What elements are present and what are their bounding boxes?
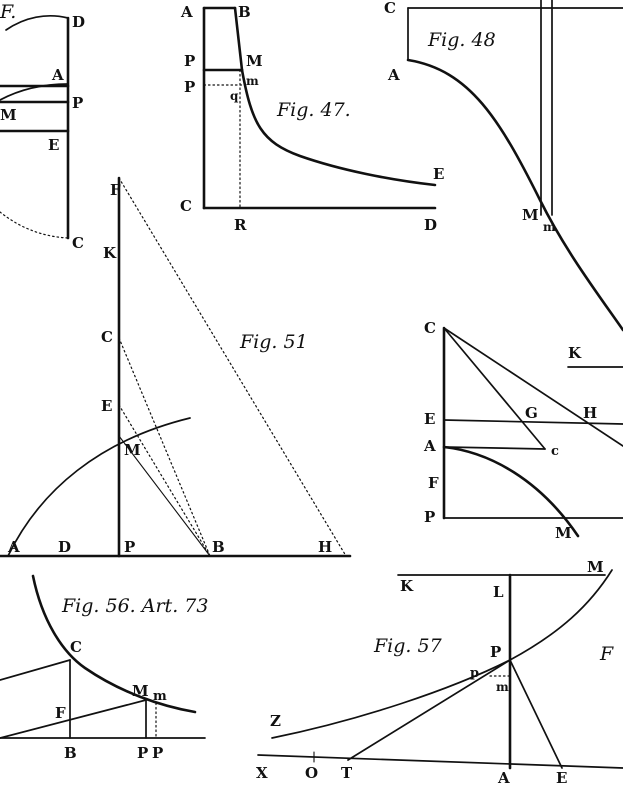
label-fig48-m: m [543, 220, 556, 234]
right-mid-line-CH [443, 327, 623, 447]
right-mid-line-Cc [443, 327, 546, 450]
label-right-mid-P: P [424, 508, 435, 526]
label-fig47-C: C [180, 197, 192, 215]
label-right-mid-G: G [525, 404, 538, 422]
label-fig51-D: D [58, 538, 71, 556]
caption-right-edge: F [599, 643, 614, 665]
fig57-curve-ZM [271, 569, 613, 739]
right-mid-line-Ac [443, 446, 546, 450]
label-left-top-M: M [0, 106, 17, 124]
label-fig51-C: C [101, 328, 113, 346]
fig56-curve [31, 574, 197, 714]
label-fig51-M: M [124, 441, 141, 459]
fig56-line-C [0, 659, 71, 681]
label-fig48-A: A [387, 66, 400, 84]
label-fig51-P: P [124, 538, 135, 556]
label-right-mid-c: c [551, 444, 559, 459]
fig57-tangent-TP [347, 659, 511, 761]
label-fig51-E: E [101, 397, 112, 415]
label-fig56-B: B [64, 744, 77, 762]
figure-56: C F M m B P P Fig. 56. Art. 73 [0, 574, 208, 762]
label-fig57-m: m [496, 680, 509, 694]
label-fig56-P: P [137, 744, 148, 762]
label-fig48-C: C [384, 0, 396, 17]
label-right-mid-K: K [568, 344, 582, 362]
label-fig56-C: C [70, 638, 82, 656]
label-left-top-D: D [72, 13, 85, 31]
label-fig57-K: K [400, 577, 414, 595]
fig47-curve-ME [240, 68, 437, 187]
label-right-mid-E: E [424, 410, 435, 428]
figure-57: K L M P p m Z X O T A E Fig. 57 F [256, 558, 623, 787]
label-fig56-F: F [55, 704, 66, 722]
label-fig51-K: K [103, 244, 117, 262]
fig51-line-MB [118, 435, 211, 557]
figure-left-top: D A P M E C F. [0, 1, 85, 252]
label-fig57-E: E [556, 769, 567, 787]
label-fig56-m: m [153, 689, 167, 704]
label-fig47-P: P [184, 52, 195, 70]
label-fig56-M: M [132, 682, 149, 700]
label-left-top-A: A [51, 66, 64, 84]
label-fig47-D: D [424, 216, 437, 234]
label-fig47-B: B [238, 3, 251, 21]
label-fig57-M: M [587, 558, 604, 576]
caption-fig56: Fig. 56. Art. 73 [61, 595, 208, 617]
label-fig51-F: F [110, 181, 121, 199]
figure-48: C A M m Fig. 48 [384, 0, 623, 332]
label-fig56-P2: P [152, 744, 163, 762]
label-fig47-m: m [246, 74, 259, 88]
caption-fig57: Fig. 57 [373, 635, 443, 657]
label-fig51-A: A [7, 538, 20, 556]
label-fig51-B: B [212, 538, 225, 556]
figure-right-mid: C K E G H A c F P M [423, 319, 623, 542]
label-fig47-M: M [246, 52, 263, 70]
left-top-dotted-arc [0, 211, 69, 239]
caption-fig51: Fig. 51 [239, 331, 308, 353]
label-left-top-C: C [72, 234, 84, 252]
label-right-mid-F: F [428, 474, 439, 492]
label-left-top-E: E [48, 136, 59, 154]
fig57-base-XE [257, 754, 623, 769]
label-fig57-P: P [490, 643, 501, 661]
label-fig57-T: T [341, 764, 353, 782]
label-right-mid-M: M [555, 524, 572, 542]
right-mid-curve-AM [442, 445, 580, 538]
fig57-normal-PE [509, 659, 563, 769]
right-mid-line-EH [443, 419, 623, 425]
label-fig57-X: X [256, 764, 268, 782]
left-top-arc [5, 15, 69, 31]
label-fig48-M: M [522, 206, 539, 224]
label-left-top-P: P [72, 94, 83, 112]
caption-left-edge: F. [0, 1, 16, 23]
fig51-dotted-FH [118, 177, 347, 557]
fig47-side-BM [233, 6, 244, 72]
caption-fig47: Fig. 47. [276, 99, 351, 121]
label-right-mid-H: H [583, 404, 597, 422]
fig48-curve [406, 58, 623, 332]
label-fig57-L: L [493, 583, 504, 601]
left-top-curve [0, 83, 69, 101]
label-fig47-q: q [230, 89, 239, 103]
fig56-line-M [0, 699, 147, 739]
label-fig57-Z: Z [270, 712, 281, 730]
label-right-mid-C: C [424, 319, 436, 337]
label-fig47-A: A [180, 3, 193, 21]
fig51-curve-AM [7, 417, 191, 557]
caption-fig48: Fig. 48 [427, 29, 496, 51]
label-fig47-E: E [433, 165, 444, 183]
label-fig47-P2: P [184, 78, 195, 96]
label-fig57-A: A [497, 769, 510, 787]
label-fig57-p: p [470, 666, 479, 681]
fig51-dotted-EB [118, 404, 211, 557]
figure-47: A B P M m P q E C R D Fig. 47. [180, 3, 444, 234]
fig51-dotted-CB [118, 337, 211, 557]
label-fig57-O: O [305, 764, 318, 782]
label-fig51-H: H [318, 538, 332, 556]
label-fig47-R: R [234, 216, 247, 234]
figure-51: F K C E M A D P B H Fig. 51 [0, 176, 352, 558]
label-right-mid-A: A [423, 437, 436, 455]
